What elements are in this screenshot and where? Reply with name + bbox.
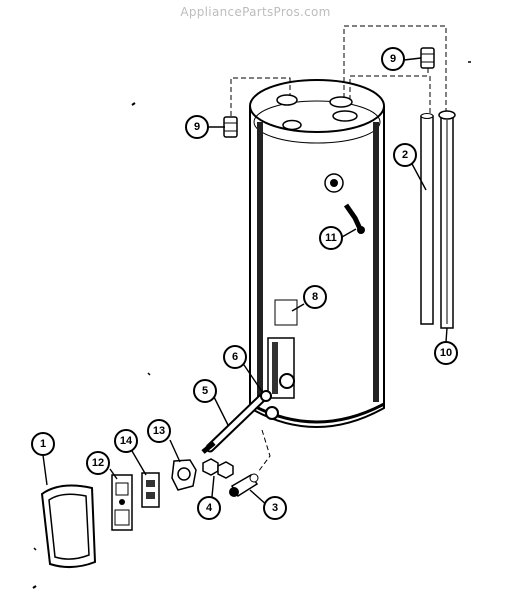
svg-text:3: 3: [272, 502, 278, 514]
callout-door: 1: [31, 432, 55, 456]
callout-dip-tube: 2: [393, 143, 417, 167]
callout-drain-valve: 3: [263, 496, 287, 520]
dip-tube: [420, 113, 434, 325]
gasket: [260, 390, 272, 402]
drain-valve: [229, 473, 259, 498]
heating-element: [201, 393, 267, 454]
callout-nipple-right: 9: [381, 47, 405, 71]
svg-text:8: 8: [312, 291, 318, 303]
callout-anode-rod: 10: [434, 341, 458, 365]
leader-lines: [42, 57, 448, 508]
svg-text:11: 11: [325, 232, 337, 244]
limit-switch: [141, 472, 160, 508]
svg-text:14: 14: [120, 435, 133, 447]
callout-relief-valve: 11: [319, 226, 343, 250]
svg-text:9: 9: [390, 53, 396, 65]
svg-text:12: 12: [92, 457, 104, 469]
callout-thermostat: 12: [86, 451, 110, 475]
svg-text:9: 9: [194, 121, 200, 133]
pipe-connection-lines: [230, 25, 447, 473]
nipple-fitting-right: [420, 47, 435, 69]
nipple-fitting-drain: [202, 458, 234, 479]
relief-valve: [343, 203, 365, 235]
scan-specks: [32, 61, 471, 589]
anode-rod: [438, 110, 456, 329]
callout-label-plate: 8: [303, 285, 327, 309]
water-heater-tank: [249, 79, 385, 428]
svg-text:10: 10: [440, 347, 452, 359]
callout-heating-element: 5: [193, 379, 217, 403]
callout-limit-switch: 14: [114, 429, 138, 453]
svg-text:2: 2: [402, 149, 408, 161]
callout-bracket: 13: [147, 419, 171, 443]
svg-text:5: 5: [202, 385, 208, 397]
thermostat: [111, 474, 133, 531]
callout-gasket: 6: [223, 345, 247, 369]
nipple-fitting-left: [223, 116, 238, 138]
element-bracket: [171, 459, 197, 491]
svg-text:6: 6: [232, 351, 238, 363]
watermark: AppliancePartsPros.com: [180, 5, 331, 19]
svg-text:4: 4: [206, 502, 213, 514]
access-door: [40, 484, 97, 568]
svg-text:13: 13: [153, 425, 165, 437]
callout-nipple-left: 9: [185, 115, 209, 139]
svg-text:1: 1: [40, 438, 46, 450]
callout-nipple: 4: [197, 496, 221, 520]
